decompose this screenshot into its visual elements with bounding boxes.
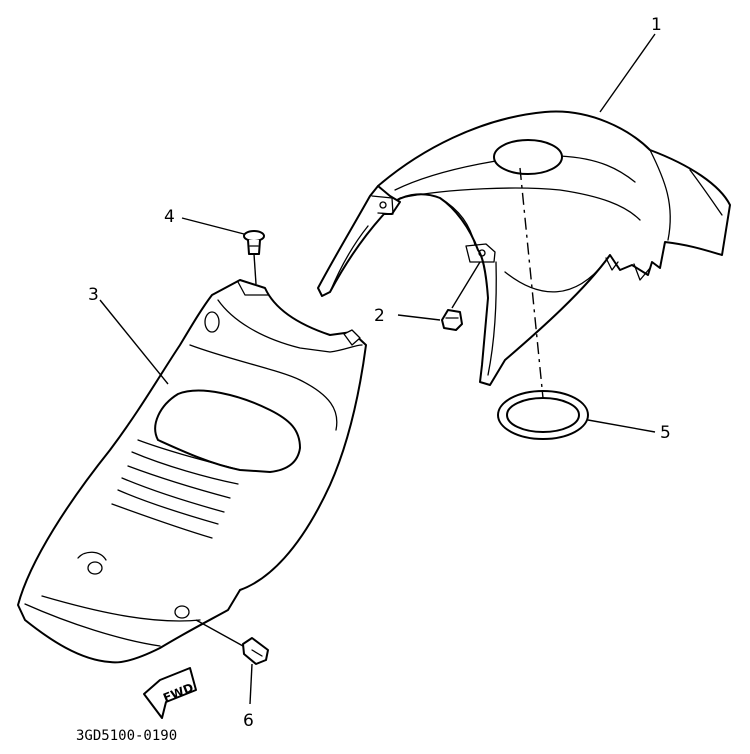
- callout-6: 6: [243, 711, 254, 731]
- callout-5: 5: [660, 423, 671, 443]
- part-code-label: 3GD5100-0190: [76, 728, 177, 744]
- callout-1: 1: [651, 15, 662, 35]
- seat-cover-part: [17, 279, 367, 664]
- callout-4: 4: [164, 207, 175, 227]
- upper-cover-part: [317, 110, 731, 386]
- callout-3: 3: [88, 285, 99, 305]
- screw-part: [243, 230, 265, 255]
- bolt-part: [242, 637, 269, 665]
- callout-2: 2: [374, 306, 385, 326]
- leader-lines: [99, 33, 656, 705]
- ring-part: [497, 390, 589, 440]
- callout-numbers: 1 2 3 4 5 6: [88, 15, 671, 731]
- nut-part: [441, 309, 463, 331]
- fwd-arrow: FWD: [143, 667, 197, 719]
